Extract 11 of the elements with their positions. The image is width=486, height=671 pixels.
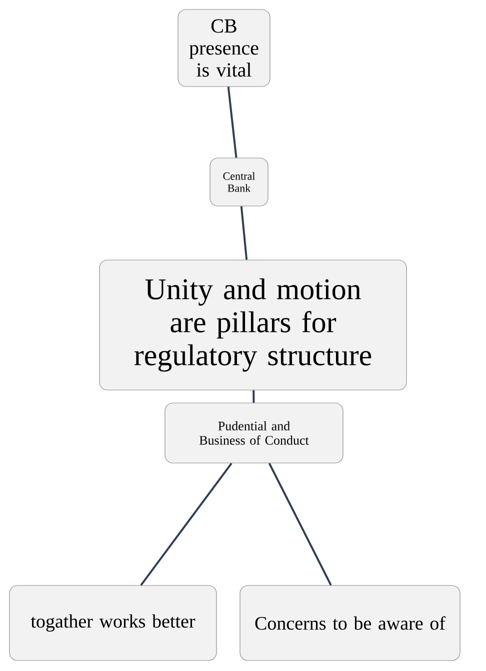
process-box: Central Bank [210,158,268,206]
process-box: togather works better [9,585,217,661]
connector-line [240,206,248,260]
connector-line [268,462,332,586]
connector-line [252,390,255,403]
process-box: Unity and motion are pillars for regulatory structure [99,260,407,390]
process-box: CB presence is vital [178,9,270,87]
connector-line [140,462,232,586]
connector-line [227,86,238,158]
process-box: Pudential and Business of Conduct [164,402,344,464]
process-box: Concerns to be aware of [240,585,460,661]
